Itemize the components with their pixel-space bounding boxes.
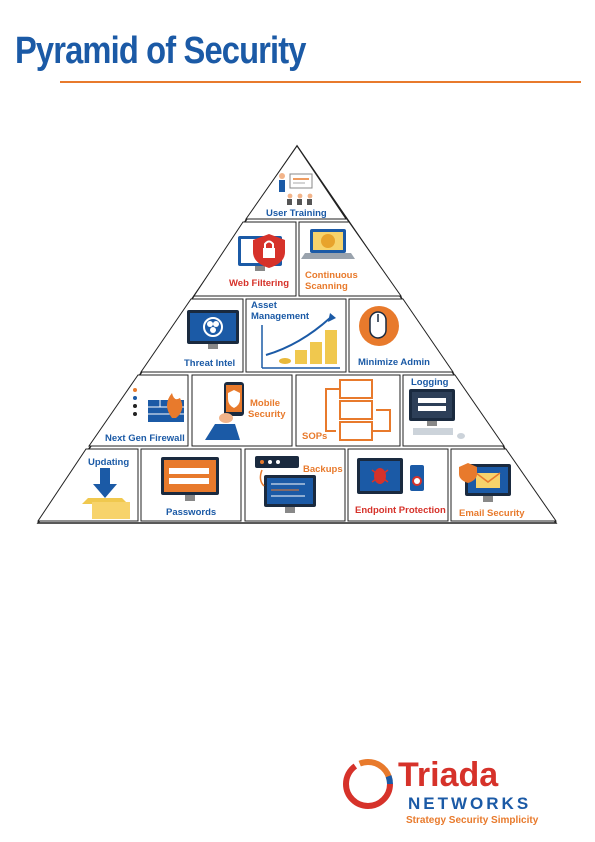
label-minimize-admin: Minimize Admin [358,357,430,368]
label-email-security: Email Security [459,508,525,519]
label-threat-intel: Threat Intel [184,358,235,369]
logging-computer-icon [409,389,465,439]
admin-mouse-icon [359,306,399,346]
label-sops: SOPs [302,431,327,442]
tier-5: Updating Passwords Backups [37,448,557,522]
tier-3: Threat Intel Asset Management Minimize A… [140,298,454,373]
threat-intel-monitor-icon [187,310,239,349]
label-user-training: User Training [266,208,327,219]
presenter-icon [279,173,313,205]
label-logging: Logging [411,377,449,388]
label-next-gen-firewall: Next Gen Firewall [105,433,185,444]
label-asset-management-2: Management [251,311,310,322]
backup-server-icon [255,456,316,513]
label-asset-management-1: Asset [251,300,278,311]
label-continuous-scanning-2: Scanning [305,281,348,292]
tier-4: Next Gen Firewall Mobile Security SOPs [88,374,505,447]
logo-networks: NETWORKS [408,794,531,813]
firewall-icon [133,388,184,422]
label-updating: Updating [88,457,129,468]
label-backups: Backups [303,464,343,475]
title-underline [60,81,581,83]
label-web-filtering: Web Filtering [229,278,289,289]
label-passwords: Passwords [166,507,216,518]
password-monitor-icon [161,457,219,501]
logo-name: Triada [398,756,499,794]
web-filter-shield-icon [238,234,285,271]
update-download-icon [82,468,130,519]
sop-flowchart-icon [325,379,391,441]
logo-tagline: Strategy Security Simplicity [406,815,539,826]
tier-user-training: User Training [245,145,347,220]
label-continuous-scanning-1: Continuous [305,270,358,281]
asset-growth-chart-icon [261,313,340,369]
endpoint-bug-icon [357,458,424,494]
mobile-phone-icon [205,382,244,440]
email-security-icon [459,463,511,502]
label-mobile-security-1: Mobile [250,398,280,409]
scanning-laptop-icon [301,229,355,259]
tier-2: Web Filtering Continuous Scanning [193,221,402,297]
label-endpoint-protection: Endpoint Protection [355,505,446,516]
page-title: Pyramid of Security [15,30,306,72]
triada-swirl-icon [343,759,393,809]
label-mobile-security-2: Security [248,409,286,420]
triada-networks-logo: Triada NETWORKS Strategy Security Simpli… [343,756,539,826]
